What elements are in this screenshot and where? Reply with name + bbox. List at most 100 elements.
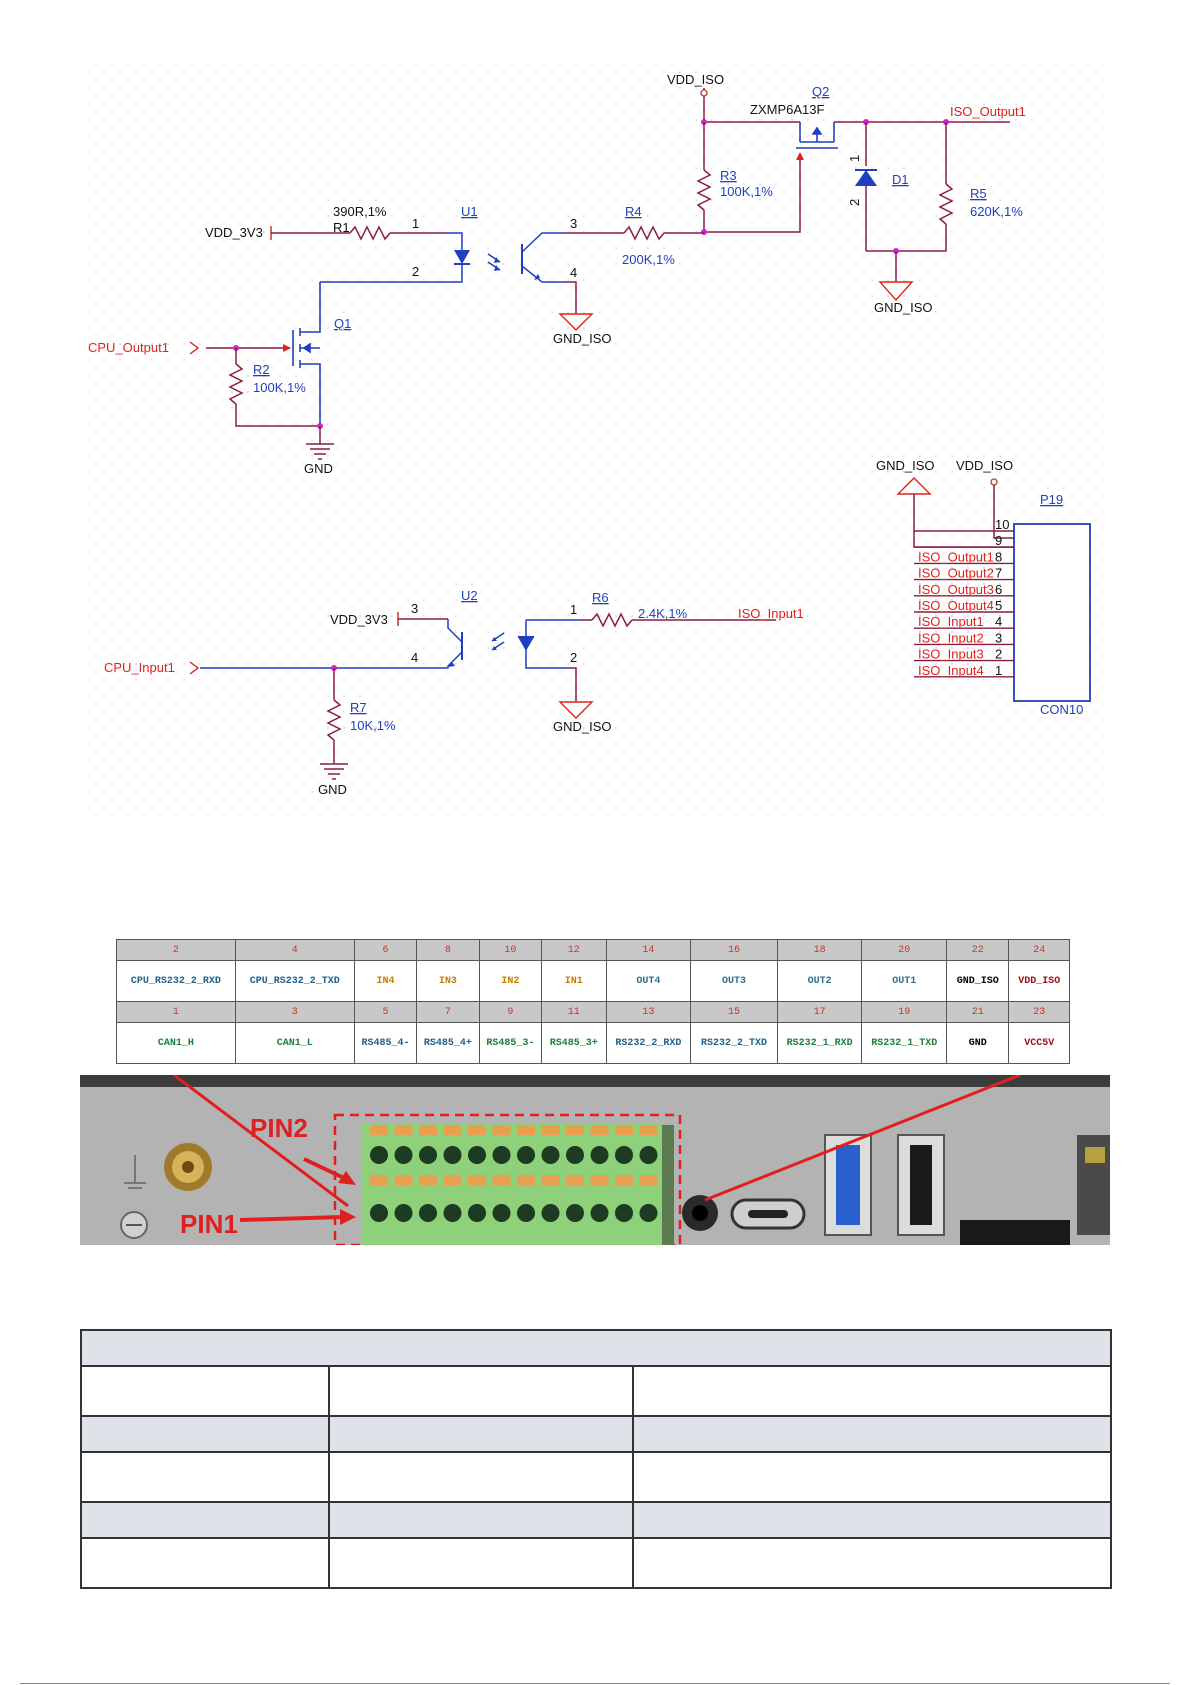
page-bottom-rule	[20, 1683, 1170, 1684]
pin-number-cell: 21	[945, 1001, 1010, 1023]
pin-number-cell: 7	[416, 1001, 480, 1023]
pin-signal-cell: IN3	[416, 960, 480, 1002]
pin-number-cell: 5	[353, 1001, 418, 1023]
annotation-arrow-vcc5v	[704, 1075, 1021, 1202]
r1-ref: R1	[333, 220, 350, 235]
terminal-hole-pin1-row	[615, 1204, 633, 1222]
terminal-release-tab	[492, 1125, 511, 1135]
pin-signal-cell: RS485_3+	[541, 1022, 607, 1064]
pin-number-cell: 12	[541, 939, 607, 961]
gnd-symbol-r7	[320, 763, 348, 780]
audio-jack-icon	[682, 1195, 718, 1231]
pin-signal-cell: RS485_3-	[478, 1022, 543, 1064]
spec-table-row	[80, 1501, 1113, 1539]
pin-signal-cell: RS485_4-	[353, 1022, 418, 1064]
u2-pin1: 1	[570, 602, 577, 617]
r7-ref: R7	[350, 700, 367, 715]
p19-pin-label: ISO_Output3	[918, 582, 994, 597]
isolated-io-schematic: VDD_ISO ISO_Output1 Q2 ZXMP6A13F R3 100K…	[88, 60, 1108, 820]
terminal-hole-pin1-row	[566, 1204, 584, 1222]
pin-number-cell: 23	[1008, 1001, 1070, 1023]
terminal-release-tab	[517, 1175, 535, 1185]
terminal-hole-pin2-row	[615, 1146, 633, 1164]
terminal-hole-pin1-row	[517, 1204, 535, 1222]
terminal-hole-pin2-row	[517, 1146, 535, 1164]
r5-value: 620K,1%	[970, 204, 1023, 219]
q2-part: ZXMP6A13F	[750, 102, 824, 117]
pin-signal-cell: VDD_ISO	[1008, 960, 1070, 1002]
pin-number-cell: 1	[116, 1001, 236, 1023]
terminal-release-tab	[590, 1125, 609, 1135]
terminal-release-tab	[541, 1175, 560, 1185]
pin-number-cell: 20	[861, 939, 947, 961]
gnd-iso-symbol-u2	[558, 701, 594, 719]
pin-signal-cell: RS232_1_TXD	[861, 1022, 947, 1064]
terminal-release-tab	[419, 1125, 437, 1135]
pin-signal-cell: CPU_RS232_2_RXD	[116, 960, 236, 1002]
pin-signal-cell: IN4	[353, 960, 418, 1002]
terminal-block-outline	[333, 1113, 682, 1245]
terminal-hole-pin2-row	[370, 1146, 388, 1164]
pin-number-cell: 4	[234, 939, 355, 961]
terminal-hole-pin2-row	[468, 1146, 486, 1164]
p19-connector-body	[1013, 523, 1091, 702]
p19-pin-number: 4	[995, 614, 1002, 629]
r1-value: 390R,1%	[333, 204, 387, 219]
terminal-release-tab	[443, 1175, 462, 1185]
p19-pin-number: 5	[995, 598, 1002, 613]
net-label-gnd-iso-right: GND_ISO	[874, 300, 933, 315]
terminal-release-tab	[639, 1125, 658, 1135]
r6-ref: R6	[592, 590, 609, 605]
terminal-hole-pin1-row	[443, 1204, 462, 1222]
r4-resistor	[623, 225, 665, 241]
u2-optocoupler	[200, 619, 580, 669]
cpu-input1-port	[189, 661, 200, 675]
u2-pin4: 4	[411, 650, 418, 665]
net-label-cpu-input1: CPU_Input1	[104, 660, 175, 675]
net-label-gnd-iso-u2: GND_ISO	[553, 719, 612, 734]
usb-a-port-black-icon	[897, 1134, 945, 1236]
pin-number-cell: 16	[690, 939, 778, 961]
pin-number-cell: 19	[861, 1001, 947, 1023]
q1-mosfet-symbol	[292, 282, 321, 426]
pin-number-cell: 9	[478, 1001, 543, 1023]
vdd-iso-port-p19	[990, 478, 1014, 539]
gnd-symbol-q1	[306, 426, 334, 460]
terminal-release-tab	[468, 1175, 486, 1185]
net-label-vdd-iso-top: VDD_ISO	[667, 72, 724, 87]
annotation-arrow-pin1	[239, 1215, 343, 1222]
p19-pin-number: 9	[995, 533, 1002, 548]
spec-table-header-cell	[79, 1329, 1113, 1367]
gnd-iso-symbol-right	[878, 281, 914, 302]
d1-ref: D1	[892, 172, 909, 187]
q2-ref: Q2	[812, 84, 829, 99]
r4-ref: R4	[625, 204, 642, 219]
d1-diode-symbol	[855, 169, 877, 186]
d1-pin1: 1	[847, 155, 862, 162]
r2-value: 100K,1%	[253, 380, 306, 395]
terminal-release-tab	[370, 1175, 388, 1185]
terminal-hole-pin1-row	[394, 1204, 413, 1222]
p19-pin-label: ISO_Input1	[918, 614, 984, 629]
terminal-hole-pin2-row	[566, 1146, 584, 1164]
pin-number-cell: 14	[605, 939, 692, 961]
pin-number-cell: 17	[776, 1001, 863, 1023]
terminal-release-tab	[394, 1175, 413, 1185]
pin-number-cell: 3	[234, 1001, 355, 1023]
terminal-release-tab	[566, 1125, 584, 1135]
spec-table-row	[80, 1415, 1113, 1453]
usb-a-port-blue-icon	[824, 1134, 872, 1236]
terminal-release-tab	[566, 1175, 584, 1185]
terminal-release-tab	[615, 1175, 633, 1185]
annotation-arrow-can1h	[173, 1075, 349, 1208]
terminal-release-tab	[370, 1125, 388, 1135]
r4-value: 200K,1%	[622, 252, 675, 267]
r7-resistor	[326, 699, 342, 741]
terminal-hole-pin2-row	[492, 1146, 511, 1164]
pin-signal-cell: RS232_2_RXD	[605, 1022, 692, 1064]
schematic-grid	[88, 60, 1108, 820]
r5-resistor	[938, 183, 954, 225]
terminal-release-tab	[541, 1125, 560, 1135]
terminal-hole-pin2-row	[394, 1146, 413, 1164]
